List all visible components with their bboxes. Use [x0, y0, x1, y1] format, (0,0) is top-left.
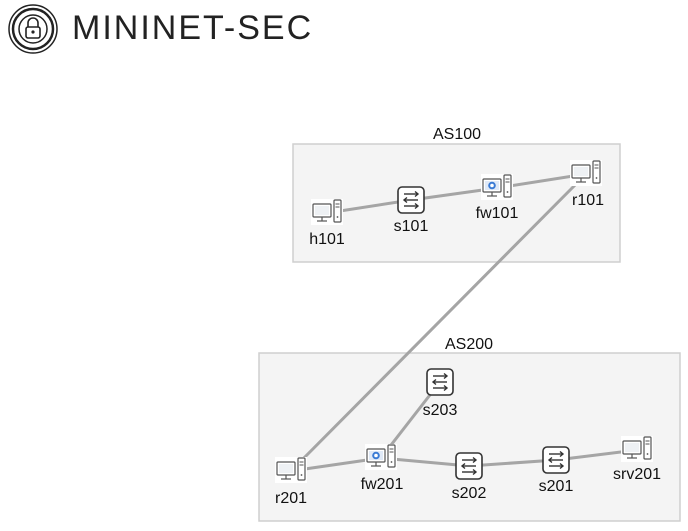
node-r201[interactable]: [275, 457, 307, 483]
firewall-host-icon: [481, 174, 513, 200]
group-as100: [292, 143, 621, 263]
node-s203[interactable]: [426, 368, 454, 396]
brand-name: MININET-SEC: [72, 9, 314, 47]
desktop-icon: [621, 436, 653, 462]
firewall-host-icon: [365, 444, 397, 470]
desktop-icon: [570, 160, 602, 186]
node-fw201[interactable]: [365, 444, 397, 470]
node-s101[interactable]: [397, 186, 425, 214]
switch-icon: [397, 186, 425, 214]
desktop-icon: [275, 457, 307, 483]
node-fw101[interactable]: [481, 174, 513, 200]
node-label-srv201: srv201: [613, 466, 661, 483]
node-label-s203: s203: [423, 402, 458, 419]
node-r101[interactable]: [570, 160, 602, 186]
node-label-fw201: fw201: [361, 476, 404, 493]
node-s201[interactable]: [542, 446, 570, 474]
logo: [4, 4, 64, 54]
group-label-as200: AS200: [445, 336, 493, 353]
node-label-s202: s202: [452, 485, 487, 502]
group-label-as100: AS100: [433, 126, 481, 143]
node-label-s201: s201: [539, 478, 574, 495]
node-h101[interactable]: [311, 199, 343, 225]
node-label-s101: s101: [394, 218, 429, 235]
node-srv201[interactable]: [621, 436, 653, 462]
node-label-h101: h101: [309, 231, 345, 248]
group-as200: [258, 352, 681, 522]
link-s202-s201[interactable]: [468, 458, 557, 468]
lock-icon: [8, 4, 58, 54]
switch-icon: [455, 452, 483, 480]
node-label-fw101: fw101: [476, 205, 519, 222]
node-s202[interactable]: [455, 452, 483, 480]
link-r101-r201[interactable]: [289, 172, 588, 473]
node-label-r101: r101: [572, 192, 604, 209]
desktop-icon: [311, 199, 343, 225]
node-label-r201: r201: [275, 490, 307, 507]
switch-icon: [426, 368, 454, 396]
switch-icon: [542, 446, 570, 474]
